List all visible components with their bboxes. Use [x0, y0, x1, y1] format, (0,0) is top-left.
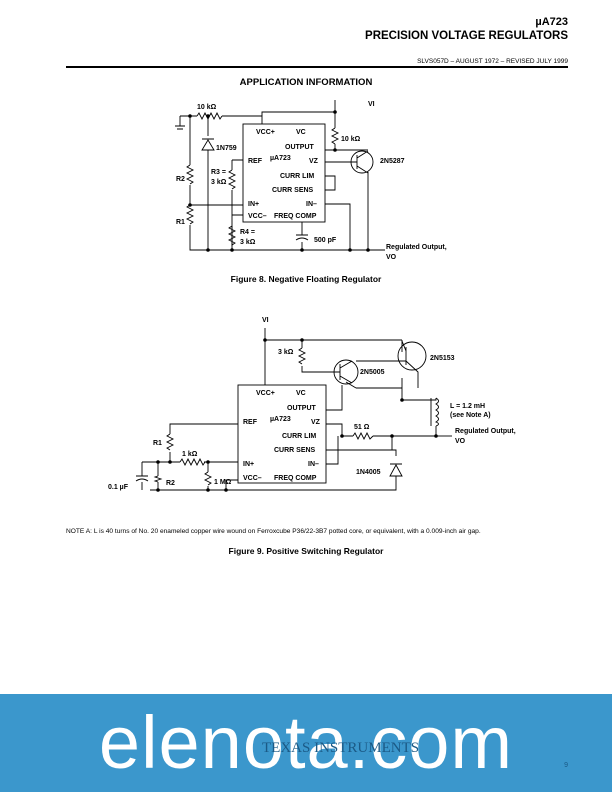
label-r3-line2: 3 kΩ — [211, 179, 227, 186]
watermark-band — [0, 694, 612, 792]
label-r4-line1: R4 = — [240, 229, 255, 236]
pin-curr-sens: CURR SENS — [272, 187, 314, 194]
pin-vz-2: VZ — [311, 419, 321, 426]
resistor-1k — [179, 457, 206, 467]
label-1n759: 1N759 — [216, 145, 237, 152]
ti-logo: TEXAS INSTRUMENTS — [262, 740, 420, 756]
pin-curr-lim: CURR LIM — [280, 173, 314, 180]
figure-8-caption: Figure 8. Negative Floating Regulator — [230, 274, 382, 284]
resistor-r2 — [185, 164, 195, 185]
resistor-1m — [203, 471, 213, 486]
pin-in-plus-2: IN+ — [243, 461, 254, 468]
pin-ref-2: REF — [243, 419, 258, 426]
pin-curr-lim-2: CURR LIM — [282, 433, 316, 440]
label-3k: 3 kΩ — [278, 349, 294, 356]
label-51-ohm: 51 Ω — [354, 424, 370, 431]
note-a: NOTE A: L is 40 turns of No. 20 enameled… — [66, 528, 481, 535]
part-number: µA723 — [535, 16, 568, 28]
label-inductor-line1: L = 1.2 mH — [450, 403, 485, 410]
pin-vc-2: VC — [296, 390, 306, 397]
label-output-2-line2: VO — [455, 438, 466, 445]
page-number: 9 — [564, 762, 568, 769]
pin-ref: REF — [248, 158, 263, 165]
figure-9-caption: Figure 9. Positive Switching Regulator — [228, 546, 384, 556]
ic-body-2 — [237, 384, 327, 484]
label-output-2-line1: Regulated Output, — [455, 428, 516, 435]
label-inductor-line2: (see Note A) — [450, 412, 491, 419]
capacitor-500pf — [295, 234, 309, 241]
figure-9-schematic: VCC+ VC OUTPUT µA723 REF VZ CURR LIM CUR… — [108, 317, 516, 492]
ic-name-2: µA723 — [270, 416, 291, 423]
pin-output: OUTPUT — [285, 144, 315, 151]
pin-vcc-plus-2: VCC+ — [256, 390, 275, 397]
label-1k: 1 kΩ — [182, 451, 198, 458]
label-r1: R1 — [176, 219, 185, 226]
resistor-10k-right — [330, 127, 340, 145]
label-vi-2: VI — [262, 317, 269, 324]
inductor-1-2mh — [430, 397, 439, 427]
ic-body — [242, 123, 326, 223]
label-vi: VI — [368, 101, 375, 108]
pin-vz: VZ — [309, 158, 319, 165]
label-r4-line2: 3 kΩ — [240, 239, 256, 246]
label-r2-2: R2 — [166, 480, 175, 487]
pin-vcc-minus: VCC– — [248, 213, 267, 220]
pin-in-minus-2: IN– — [308, 461, 319, 468]
label-2n5005: 2N5005 — [360, 369, 385, 376]
resistor-r3 — [227, 169, 237, 190]
label-1m: 1 MΩ — [214, 479, 232, 486]
label-r2: R2 — [176, 176, 185, 183]
section-title: APPLICATION INFORMATION — [239, 77, 373, 88]
diode-1n4005 — [389, 463, 403, 477]
pin-curr-sens-2: CURR SENS — [274, 447, 316, 454]
pin-vcc-minus-2: VCC– — [243, 475, 262, 482]
label-500pf: 500 pF — [314, 237, 337, 244]
zener-diode-1n759 — [201, 138, 215, 151]
figure-8-schematic: VCC+ VC OUTPUT µA723 REF VZ CURR LIM CUR… — [175, 100, 447, 261]
resistor-r1 — [185, 204, 195, 225]
document-title: PRECISION VOLTAGE REGULATORS — [365, 30, 568, 42]
pin-freq-comp: FREQ COMP — [274, 213, 317, 220]
label-r1-2: R1 — [153, 440, 162, 447]
label-2n5153: 2N5153 — [430, 355, 455, 362]
pin-vc: VC — [296, 129, 306, 136]
resistor-3k — [297, 347, 307, 365]
label-output-line1: Regulated Output, — [386, 244, 447, 251]
capacitor-0-1uf — [135, 475, 149, 482]
transistor-2n5153 — [397, 341, 427, 371]
label-0-1uf: 0.1 µF — [108, 484, 129, 491]
pin-in-plus: IN+ — [248, 201, 259, 208]
pin-vcc-plus: VCC+ — [256, 129, 275, 136]
label-1n4005: 1N4005 — [356, 469, 381, 476]
label-2n5287: 2N5287 — [380, 158, 405, 165]
resistor-r2 — [153, 475, 163, 483]
label-10k-right: 10 kΩ — [341, 136, 361, 143]
pin-in-minus: IN– — [306, 201, 317, 208]
resistor-r4 — [227, 225, 237, 246]
label-10k-top: 10 kΩ — [197, 104, 217, 111]
watermark-text: elenota.com — [98, 701, 514, 784]
resistor-51-ohm — [352, 431, 374, 441]
label-output-line2: VO — [386, 254, 397, 261]
header-rule — [66, 66, 568, 68]
ic-name: µA723 — [270, 155, 291, 162]
pin-freq-comp-2: FREQ COMP — [274, 475, 317, 482]
document-revision: SLVS057D – AUGUST 1972 – REVISED JULY 19… — [417, 58, 568, 65]
pin-output-2: OUTPUT — [287, 405, 317, 412]
label-r3-line1: R3 = — [211, 169, 226, 176]
resistor-r1 — [165, 433, 175, 451]
